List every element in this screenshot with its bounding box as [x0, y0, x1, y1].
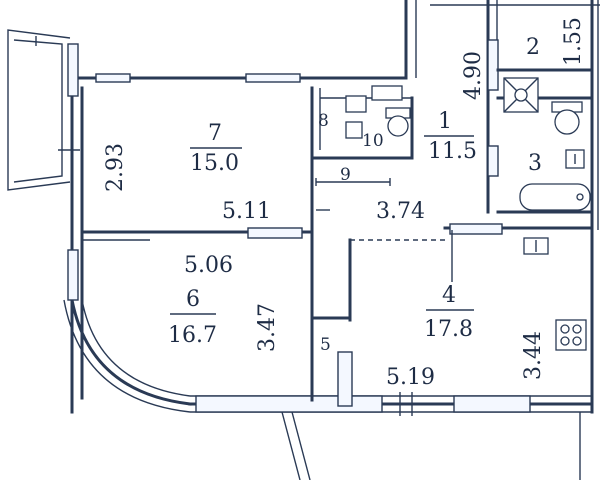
- room-7-number: 7: [208, 121, 222, 146]
- room-4-number: 4: [442, 283, 456, 308]
- washbasin-icon: [565, 149, 585, 169]
- toilet-icon: [385, 107, 411, 137]
- dim-room4-bottom: 5.19: [386, 365, 435, 390]
- kitchen-sink-icon: [523, 237, 549, 255]
- windows: [67, 39, 531, 416]
- room-10-number: 10: [362, 131, 384, 151]
- sink-icon: [345, 85, 403, 139]
- interior-walls: [80, 68, 594, 407]
- stove-icon: [555, 319, 587, 351]
- dim-room6-side: 3.47: [255, 303, 280, 352]
- bathtub-icon: [519, 183, 591, 211]
- dim-hall-width: 3.74: [376, 199, 425, 224]
- dim-corridor-height: 4.90: [461, 51, 486, 100]
- room-4-area: 17.8: [424, 317, 473, 342]
- room-5-number: 5: [320, 335, 331, 355]
- dim-room4-side: 3.44: [521, 331, 546, 380]
- room-9-number: 9: [340, 165, 351, 185]
- room-8-number: 8: [318, 111, 329, 131]
- dim-room2-side: 1.55: [561, 17, 586, 66]
- room-7-area: 15.0: [190, 151, 239, 176]
- boiler-icon: [503, 77, 539, 113]
- room-2-number: 2: [526, 35, 540, 60]
- bottom-balcony: [281, 411, 581, 480]
- dim-room6-top: 5.06: [184, 253, 233, 278]
- dim-room7-bottom: 5.11: [222, 199, 271, 224]
- left-balcony: [7, 29, 71, 191]
- room-6-area: 16.7: [168, 323, 217, 348]
- room-1-number: 1: [438, 109, 452, 134]
- room-1-area: 11.5: [428, 139, 477, 164]
- room-6-number: 6: [186, 287, 200, 312]
- dim-room7-height: 2.93: [103, 143, 128, 192]
- room-3-number: 3: [528, 151, 542, 176]
- dimension-lines: [58, 149, 391, 211]
- fixtures: [345, 77, 591, 351]
- bathroom-toilet-icon: [551, 101, 583, 135]
